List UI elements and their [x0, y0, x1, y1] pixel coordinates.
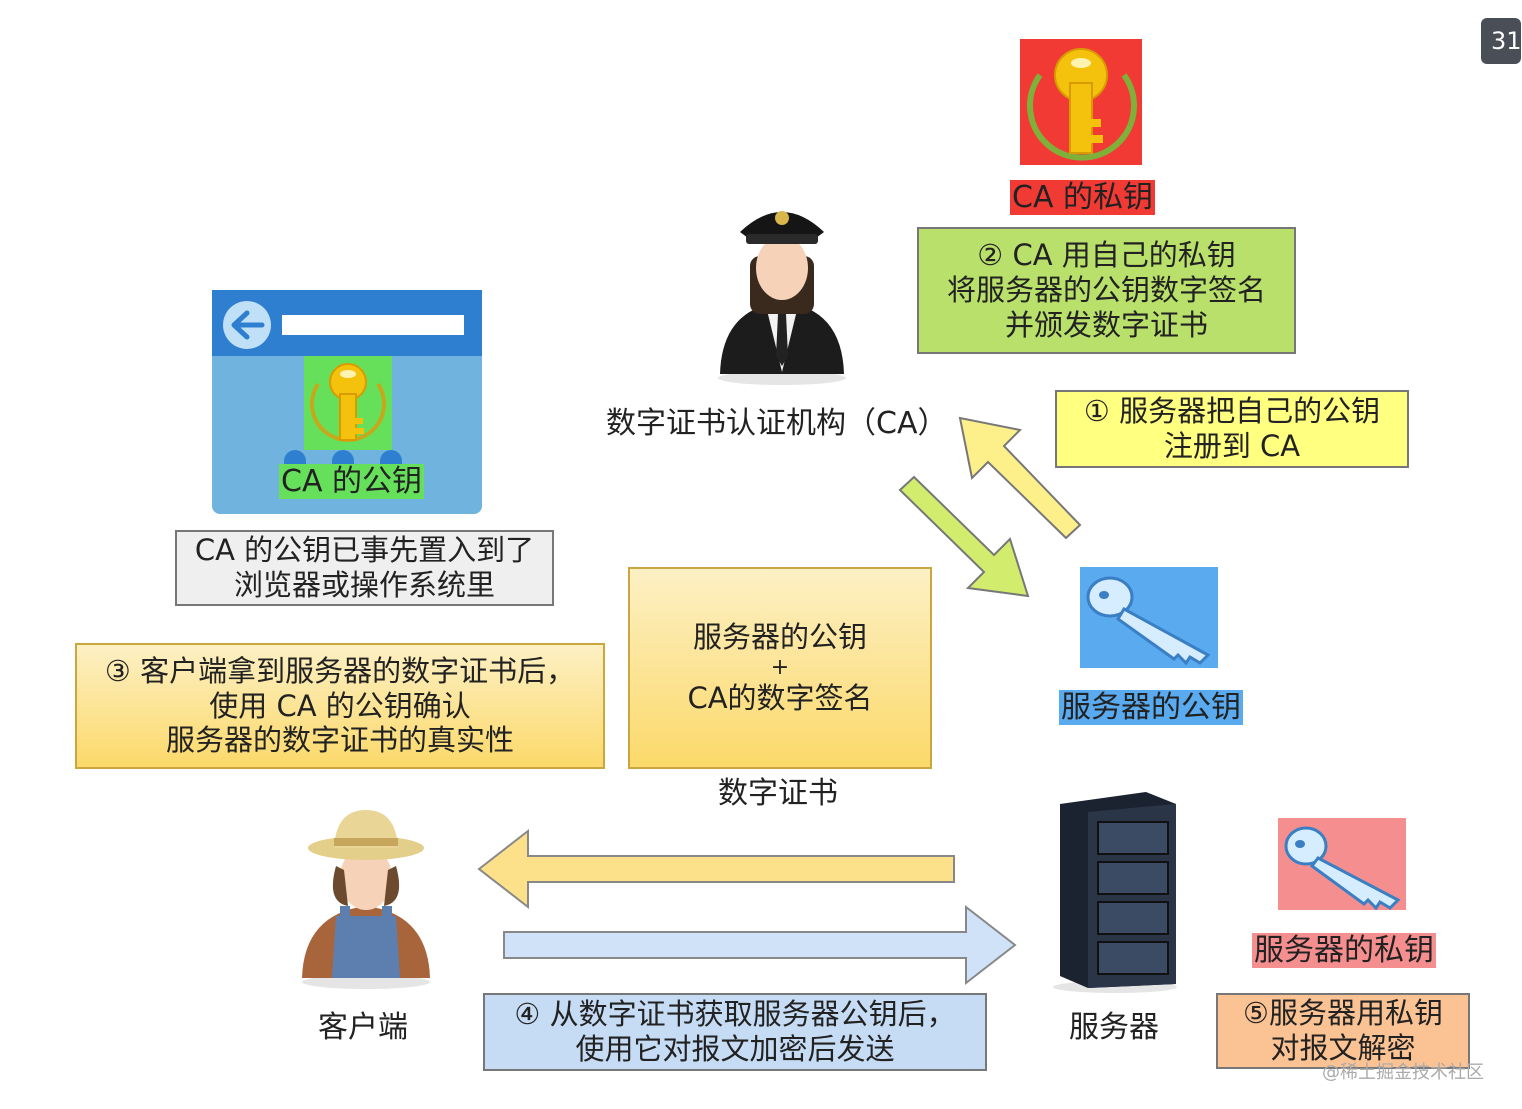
- step3-line: ③ 客户端拿到服务器的数字证书后，: [104, 653, 576, 688]
- ca-public-key-icon: [304, 356, 392, 450]
- certificate-line: +: [770, 654, 790, 680]
- step5-line: 对报文解密: [1270, 1031, 1416, 1065]
- step4-line: ④ 从数字证书获取服务器公钥后，: [514, 997, 956, 1032]
- certificate-to-client-arrow: [477, 828, 955, 910]
- step3-box: ③ 客户端拿到服务器的数字证书后， 使用 CA 的公钥确认 服务器的数字证书的真…: [75, 643, 605, 769]
- page-number-badge: 31: [1481, 18, 1522, 64]
- server-public-key-icon: [1080, 567, 1218, 668]
- browser-window: CA 的公钥: [212, 290, 482, 514]
- step2-line: 将服务器的公钥数字签名: [946, 273, 1266, 308]
- server-rack-icon: [1053, 792, 1177, 993]
- certificate-line: 服务器的公钥: [692, 620, 867, 654]
- browser-dot: [284, 450, 306, 464]
- server-public-key-label: 服务器的公钥: [1059, 690, 1243, 726]
- ca-officer-icon: [718, 211, 846, 385]
- certificate-line: CA的数字签名: [687, 681, 873, 716]
- step1-line: 注册到 CA: [1163, 429, 1301, 463]
- preinstalled-line: 浏览器或操作系统里: [233, 568, 495, 602]
- client-label: 客户端: [318, 1010, 408, 1045]
- step2-box: ② CA 用自己的私钥 将服务器的公钥数字签名 并颁发数字证书: [917, 227, 1296, 354]
- step3-line: 服务器的数字证书的真实性: [165, 723, 514, 758]
- step5-line: ⑤服务器用私钥: [1243, 996, 1443, 1031]
- watermark: @稀土掘金技术社区: [1322, 1062, 1484, 1083]
- back-arrow-icon: [223, 301, 271, 349]
- address-bar: [282, 315, 464, 335]
- client-person-icon: [302, 810, 430, 989]
- encrypted-message-arrow: [503, 904, 1017, 986]
- step4-line: 使用它对报文加密后发送: [575, 1032, 895, 1066]
- step3-line: 使用 CA 的公钥确认: [209, 688, 471, 723]
- step5-box: ⑤服务器用私钥 对报文解密: [1216, 993, 1470, 1069]
- step1-line: ① 服务器把自己的公钥: [1083, 394, 1381, 429]
- step4-box: ④ 从数字证书获取服务器公钥后， 使用它对报文加密后发送: [483, 993, 987, 1071]
- browser-dot: [380, 450, 402, 464]
- certificate-box: 服务器的公钥 + CA的数字签名: [628, 567, 932, 769]
- step2-line: 并颁发数字证书: [1004, 307, 1208, 342]
- preinstalled-line: CA 的公钥已事先置入到了: [194, 533, 535, 568]
- preinstalled-box: CA 的公钥已事先置入到了 浏览器或操作系统里: [175, 530, 554, 606]
- server-private-key-icon: [1278, 818, 1406, 911]
- step1-box: ① 服务器把自己的公钥 注册到 CA: [1055, 390, 1409, 468]
- ca-authority-label: 数字证书认证机构（CA）: [606, 406, 948, 441]
- register-arrow: [898, 416, 1082, 598]
- browser-dot: [332, 450, 354, 464]
- key-icon: [1020, 39, 1142, 165]
- server-label: 服务器: [1069, 1010, 1159, 1045]
- step2-line: ② CA 用自己的私钥: [977, 238, 1236, 273]
- server-private-key-label: 服务器的私钥: [1252, 933, 1436, 969]
- ca-private-key-label: CA 的私钥: [1010, 180, 1156, 216]
- ca-public-key-label: CA 的公钥: [279, 464, 425, 500]
- certificate-caption: 数字证书: [718, 776, 838, 811]
